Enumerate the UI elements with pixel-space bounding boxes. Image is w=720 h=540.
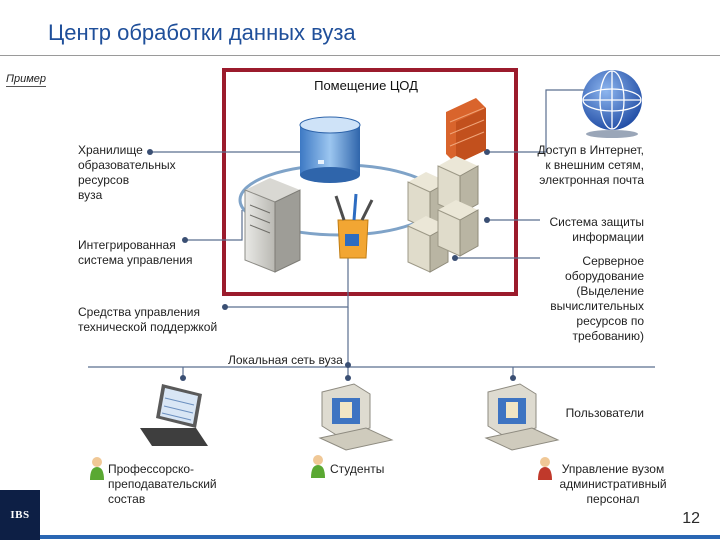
workstation-icon-students <box>318 383 394 451</box>
firewall-icon <box>446 98 486 164</box>
person-icon-students <box>311 455 325 478</box>
internet-connector <box>487 89 588 153</box>
label-lan: Локальная сеть вуза <box>228 353 343 367</box>
laptop-icon <box>140 384 208 446</box>
page-title: Центр обработки данных вуза <box>48 20 356 45</box>
label-security: Система защиты информации <box>549 215 644 244</box>
label-internet-access: Доступ в Интернет, к внешним сетям, элек… <box>537 143 644 187</box>
server-tower-icon <box>244 178 301 273</box>
label-storage: Хранилище образовательных ресурсов вуза <box>78 143 176 202</box>
storage-cylinder-icon <box>299 116 361 183</box>
example-label: Пример <box>6 73 46 87</box>
person-icon-faculty <box>90 457 104 480</box>
label-administration: Управление вузом административный персон… <box>559 462 667 506</box>
tools-icon <box>334 193 374 259</box>
management-connector <box>185 210 243 241</box>
label-faculty: Профессорско- преподавательский состав <box>108 462 217 506</box>
connector-lines <box>88 89 655 378</box>
page-number: 12 <box>682 510 700 527</box>
datacenter-room-label: Помещение ЦОД <box>314 78 418 93</box>
label-students: Студенты <box>330 462 385 476</box>
person-icon-administration <box>538 457 552 480</box>
label-management-system: Интегрированная система управления <box>78 238 193 267</box>
datacenter-room-frame <box>222 68 518 296</box>
ibs-logo: IBS <box>0 490 40 540</box>
label-support-tools: Средства управления технической поддержк… <box>78 305 218 334</box>
bottom-accent-bar <box>40 535 720 539</box>
server-cluster-icon <box>407 156 479 273</box>
connector-dots <box>147 149 516 381</box>
title-divider <box>0 55 720 56</box>
label-server-equipment: Серверное оборудование (Выделение вычисл… <box>550 254 644 343</box>
workstation-icon-administration <box>484 383 560 451</box>
globe-icon <box>582 70 642 138</box>
label-users: Пользователи <box>565 406 644 420</box>
